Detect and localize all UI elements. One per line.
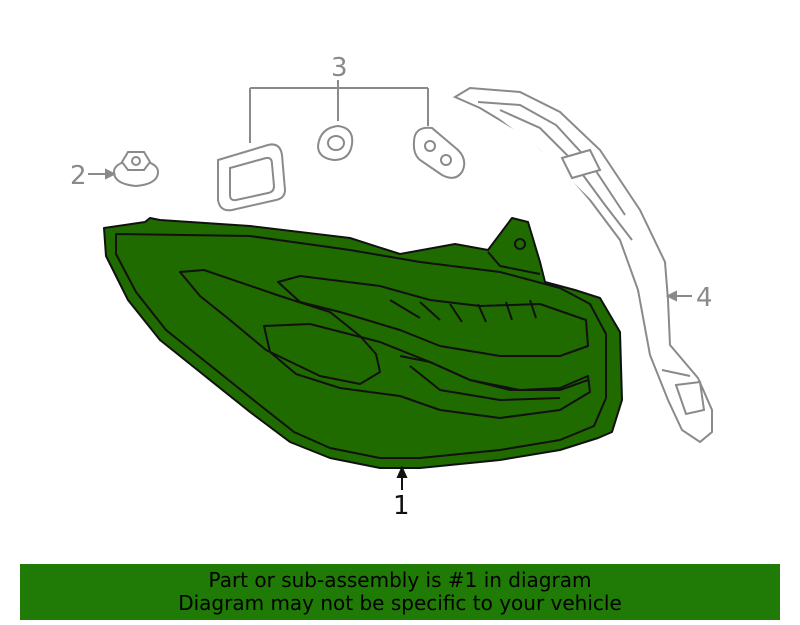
part-3-leader-lines (249, 80, 429, 143)
grommet-oval (412, 126, 466, 179)
notice-banner: Part or sub-assembly is #1 in diagram Di… (20, 564, 780, 620)
callout-3: 3 (331, 53, 348, 83)
parts-diagram: 3 2 4 (70, 53, 713, 521)
banner-line-1: Part or sub-assembly is #1 in diagram (208, 568, 592, 592)
callout-1: 1 (393, 491, 410, 521)
nut-fastener (112, 151, 160, 188)
mounting-bracket (452, 86, 713, 444)
callout-1-arrow (396, 465, 408, 490)
grommet-rectangular (217, 143, 287, 212)
callout-2: 2 (70, 161, 87, 191)
callout-4: 4 (696, 283, 713, 313)
callout-2-arrow (88, 168, 117, 180)
banner-line-2: Diagram may not be specific to your vehi… (178, 591, 622, 615)
grommet-round (316, 124, 354, 162)
callout-4-arrow (665, 290, 692, 302)
tail-lamp-assembly (103, 217, 623, 469)
